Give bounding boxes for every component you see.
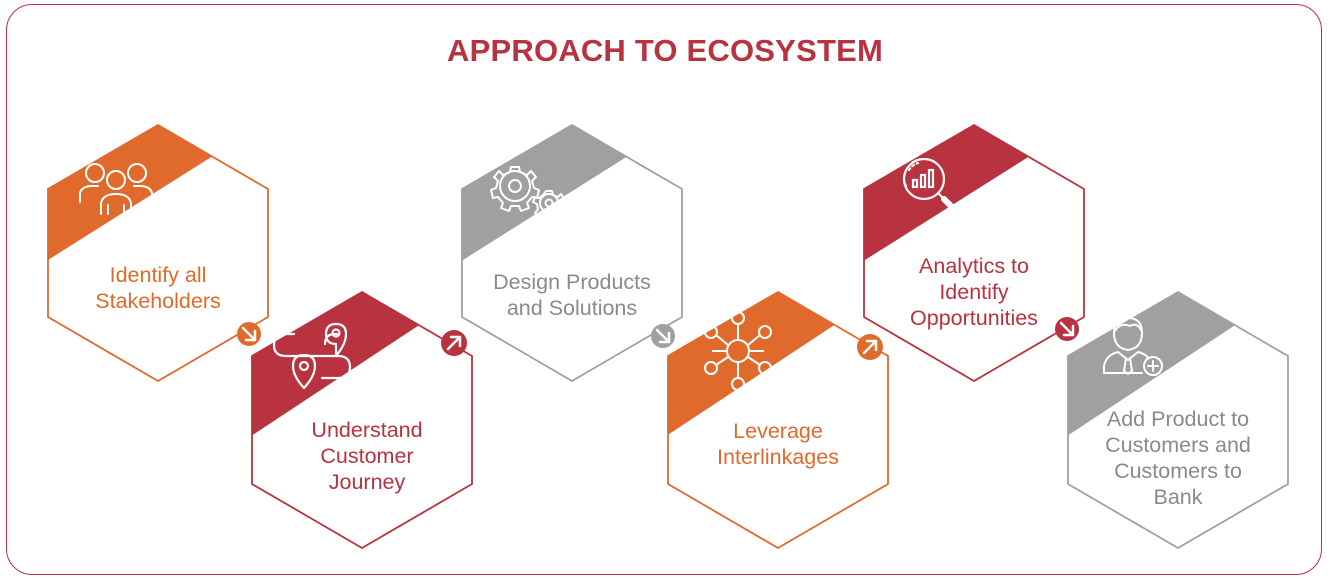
route-map-pin-icon (272, 322, 352, 390)
gears-icon (490, 166, 567, 220)
connector-2-arrow-up-right-icon (441, 330, 467, 356)
step-2-label-line: Journey (328, 470, 406, 494)
step-1-label-line: Identify all (109, 263, 207, 287)
step-1-label: Identify all Stakeholders (68, 262, 248, 314)
step-6-label: Add Product to Customers and Customers t… (1078, 406, 1278, 510)
step-6-label-line: Customers and (1105, 433, 1251, 457)
step-4-label-line: Leverage (733, 419, 823, 443)
step-1-hexagon (47, 123, 269, 383)
step-5-label-line: Opportunities (910, 306, 1038, 330)
connector-3-arrow-down-right-icon (651, 324, 675, 348)
step-2-label-line: Customer (320, 444, 414, 468)
connector-5-arrow-down-right-icon (1055, 317, 1079, 341)
step-2-label: Understand Customer Journey (277, 417, 457, 495)
step-3-label: Design Products and Solutions (472, 269, 672, 321)
step-5-label: Analytics to Identify Opportunities (874, 253, 1074, 331)
step-5-label-line: Analytics to (919, 254, 1029, 278)
step-1-label-line: Stakeholders (95, 289, 221, 313)
connector-4-arrow-up-right-icon (857, 334, 883, 360)
step-3-label-line: Design Products (493, 270, 651, 294)
step-6-label-line: Add Product to (1106, 407, 1250, 431)
step-2-label-line: Understand (311, 418, 423, 442)
step-6-label-line: Customers to (1114, 459, 1242, 483)
people-group-icon (79, 163, 153, 215)
magnifier-chart-icon (902, 157, 961, 216)
step-4-label-line: Interlinkages (717, 445, 839, 469)
step-3-label-line: and Solutions (506, 296, 638, 320)
step-4-label: Leverage Interlinkages (688, 418, 868, 470)
connector-1-arrow-down-right-icon (237, 322, 261, 346)
step-6-label-line: Bank (1153, 485, 1203, 509)
diagram-title: APPROACH TO ECOSYSTEM (447, 33, 883, 68)
step-4-hexagon (667, 290, 889, 550)
network-hub-icon (704, 311, 772, 391)
step-5-hexagon (863, 123, 1085, 383)
step-5-label-line: Identify (939, 280, 1009, 304)
person-add-icon (1103, 317, 1163, 376)
diagram-frame (6, 4, 1322, 575)
step-3-hexagon (461, 123, 683, 383)
